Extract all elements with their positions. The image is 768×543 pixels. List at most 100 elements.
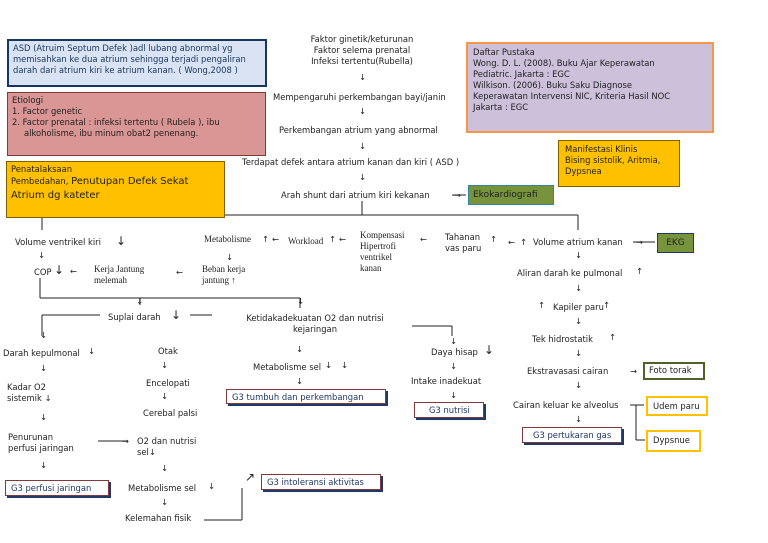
tahanan-line-2: vas paru [445, 243, 482, 253]
daftar-title: Daftar Pustaka [473, 47, 535, 57]
tek-hidrostatik-node: Tek hidrostatik [532, 334, 593, 344]
faktor-line-2: Faktor selema prenatal [313, 45, 411, 55]
arah-shunt-node: Arah shunt dari atrium kiri kekanan [281, 190, 430, 200]
penurunan-line-1: Penurunan [8, 432, 54, 442]
kadar-o2-node: Kadar O2 sistemik ↓ [7, 382, 52, 404]
metabolisme-node: Metabolisme [204, 234, 251, 244]
kerja-jantung-node: Kerja Jantung melemah [94, 264, 144, 286]
manifestasi-title: Manifestasi Klinis [565, 144, 638, 154]
arrow-up: ↑ [231, 275, 236, 285]
beban-kerja-node: Beban kerja jantung ↑ [202, 264, 245, 286]
arrow-down: ↓ [359, 72, 367, 82]
penurunan-line-2: perfusi jaringan [8, 443, 74, 453]
arrow-up: ↑ [520, 237, 528, 247]
o2-nutrisi-line-1: O2 dan nutrisi [137, 436, 197, 446]
manifestasi-line-1: Bising sistolik, Aritmia, [565, 155, 661, 165]
asd-line-3: darah dari atrium kiri ke atrium kanan. … [13, 65, 238, 75]
daftar-line-1: Wong. D. L. (2008). Buku Ajar Keperawata… [473, 58, 655, 68]
etiologi-title: Etiologi [12, 95, 44, 105]
faktor-line-3: Infeksi tertentu(Rubella) [311, 56, 413, 66]
defek-node: Terdapat defek antara atrium kanan dan k… [242, 157, 460, 167]
mempengaruhi-node: Mempengaruhi perkembangan bayi/janin [273, 92, 446, 102]
arrow-down: ↓ [40, 363, 48, 373]
arrow-down: ↓ [325, 360, 333, 370]
penurunan-node: Penurunan perfusi jaringan [8, 432, 74, 454]
arrow-up-right: ↗ [245, 470, 256, 484]
arrow-down: ↓ [450, 336, 458, 346]
arrow-down: ↓ [40, 412, 48, 422]
diagnosis-perfusi: G3 perfusi jaringan [5, 480, 109, 496]
arrow-down: ↓ [450, 361, 458, 371]
tahanan-line-1: Tahanan [445, 232, 481, 242]
arrow-up: ↑ [603, 300, 611, 310]
aliran-darah-node: Aliran darah ke pulmonal [517, 268, 623, 278]
manifestasi-line-2: Dypsnea [565, 166, 602, 176]
kompensasi-node: Kompensasi Hipertrofi ventrikel kanan [360, 230, 405, 274]
faktor-node: Faktor ginetik/keturunan Faktor selema p… [300, 34, 424, 67]
kelemahan-fisik-node: Kelemahan fisik [125, 513, 192, 523]
arrow-down: ↓ [575, 380, 583, 390]
arrow-up: ↑ [538, 300, 546, 310]
kompensasi-line-1: Kompensasi [360, 230, 405, 240]
etiologi-line-3: alkoholisme, ibu minum obat2 penenang. [24, 128, 199, 138]
kompensasi-line-3: ventrikel [360, 252, 392, 262]
arrow-right: → [122, 436, 130, 446]
otak-node: Otak [158, 346, 178, 356]
penatalaksaan-line-2: Atrium dg kateter [11, 190, 100, 201]
kadar-o2-line-2: sistemik [7, 393, 42, 403]
arrow-left: ← [70, 266, 78, 276]
arrow-left: ← [420, 234, 428, 244]
dypsnue-box: Dypsnue [646, 430, 701, 452]
arrow-up: ↑ [262, 234, 270, 244]
daftar-line-3: Wilkison. (2006). Buku Saku Diagnose [473, 80, 633, 90]
udem-paru-box: Udem paru [646, 396, 708, 416]
daftar-pustaka-box: Daftar Pustaka Wong. D. L. (2008). Buku … [466, 42, 714, 133]
arrow-left: ← [272, 234, 280, 244]
daftar-line-4: Keperawatan Intervensi NIC, Kriteria Has… [473, 91, 671, 101]
arrow-up: ↑ [490, 234, 498, 244]
arrow-down: ↓ [296, 344, 304, 354]
daya-hisap-node: Daya hisap [431, 347, 478, 357]
manifestasi-klinis-box: Manifestasi Klinis Bising sistolik, Arit… [558, 140, 680, 187]
tahanan-node: Tahanan vas paru [445, 232, 481, 254]
faktor-line-1: Faktor ginetik/keturunan [310, 34, 414, 44]
arrow-down: ↓ [226, 252, 234, 262]
arrow-left: ← [176, 267, 184, 277]
arrow-down: ↓ [161, 360, 169, 370]
arrow-left: ← [508, 237, 516, 247]
beban-kerja-line-2: jantung [202, 275, 229, 285]
foto-torak-box: Foto torak [643, 362, 705, 380]
suplai-darah-node: Suplai darah [108, 312, 161, 322]
asd-line-1: ASD (Atruim Septum Defek )adl lubang abn… [13, 43, 233, 53]
ekokardiografi-box: Ekokardiografi [468, 185, 554, 205]
encelopati-node: Encelopati [146, 378, 190, 388]
arrow-down: ↓ [40, 460, 48, 470]
etiologi-box: Etiologi 1. Factor genetic 2. Factor pre… [7, 92, 266, 156]
arrow-right: → [630, 366, 638, 376]
diagnosis-tumbuh-kembang: G3 tumbuh dan perkembangan [226, 389, 386, 404]
arrow-down: ↓ [484, 343, 495, 357]
arrow-down: ↓ [40, 330, 48, 340]
etiologi-line-2: 2. Factor prenatal : infeksi tertentu ( … [12, 117, 220, 127]
penatalaksaan-line-1b: Penutupan Defek Sekat [71, 176, 189, 187]
ketidakadekuatan-line-1: Ketidakadekuatan O2 dan nutrisi [246, 313, 384, 323]
arrow-right: → [454, 190, 462, 200]
kerja-jantung-line-2: melemah [94, 275, 127, 285]
beban-kerja-line-1: Beban kerja [202, 264, 246, 274]
arrow-down: ↓ [54, 263, 65, 277]
ketidakadekuatan-node: Ketidakadekuatan O2 dan nutrisi kejaring… [230, 313, 400, 335]
arrow-up: ↑ [636, 266, 644, 276]
arrow-up: ↑ [329, 234, 337, 244]
kadar-o2-line-1: Kadar O2 [7, 382, 46, 392]
arrow-down: ↓ [148, 447, 156, 457]
arrow-down: ↓ [575, 250, 583, 260]
etiologi-line-1: 1. Factor genetic [12, 106, 83, 116]
kompensasi-line-4: kanan [360, 263, 382, 273]
arrow-up: ↑ [609, 332, 617, 342]
metabolisme-sel-2-node: Metabolisme sel [128, 483, 197, 493]
o2-nutrisi-node: O2 dan nutrisi sel↓ [137, 436, 196, 458]
arrow-down: ↓ [44, 393, 52, 403]
daftar-line-5: Jakarta : EGC [473, 102, 529, 112]
penatalaksaan-box: Penatalaksaan Pembedahan, Penutupan Defe… [6, 161, 225, 218]
arrow-left: ← [339, 234, 347, 244]
